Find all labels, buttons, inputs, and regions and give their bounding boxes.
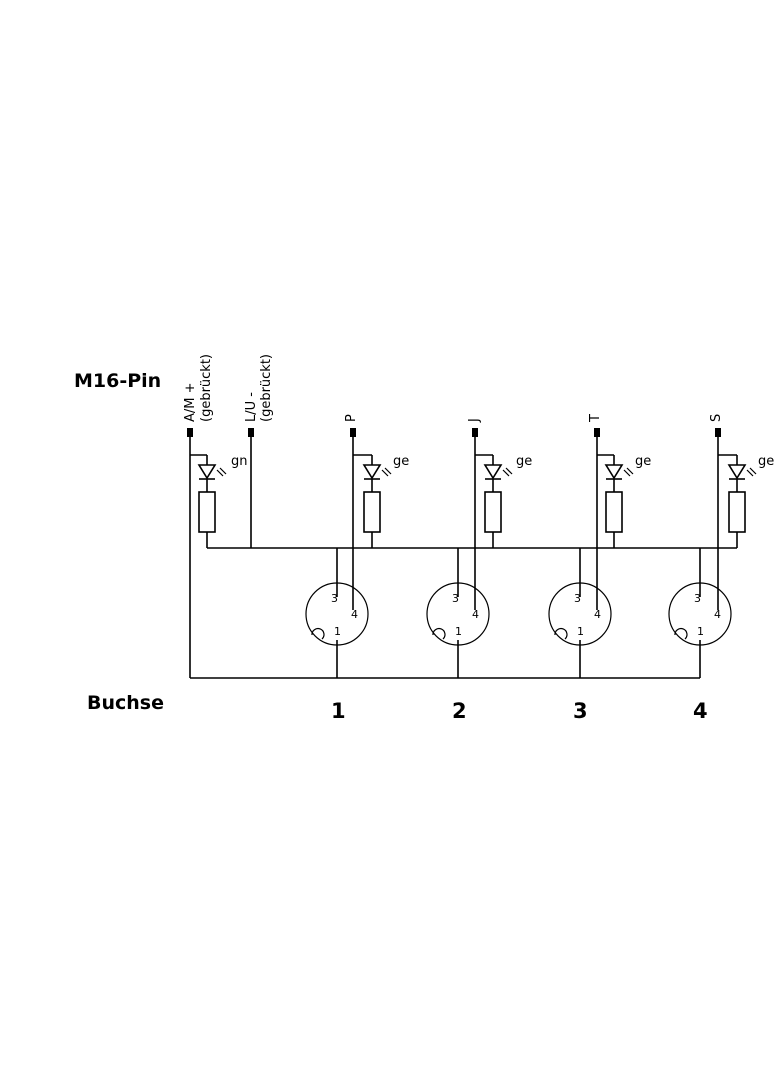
pin-terminal-t xyxy=(594,428,600,437)
signal-label-lu: L/U - xyxy=(244,392,259,422)
socket-3-pin1: 1 xyxy=(577,625,584,638)
socket-4 xyxy=(668,548,732,678)
socket-2-pin3: 3 xyxy=(452,592,459,605)
led-color-p: ge xyxy=(393,454,409,469)
socket-1-pin4: 4 xyxy=(351,608,358,621)
socket-header-label: Buchse xyxy=(87,692,164,714)
signal-label-am: A/M + xyxy=(183,382,198,422)
pin-terminal-lu xyxy=(248,428,254,437)
socket-1-pin1: 1 xyxy=(334,625,341,638)
led-resistor-p xyxy=(352,437,392,610)
led-color-j: ge xyxy=(516,454,532,469)
socket-3-pin3: 3 xyxy=(574,592,581,605)
socket-1-pin3: 3 xyxy=(331,592,338,605)
signal-label-t: T xyxy=(588,414,603,423)
signal-label-j: J xyxy=(467,418,482,423)
pin-terminal-p xyxy=(350,428,356,437)
signal-note-am: (gebrückt) xyxy=(199,354,214,422)
signal-label-s: S xyxy=(709,414,724,422)
led-resistor-j xyxy=(474,437,513,610)
socket-1 xyxy=(305,548,369,678)
led-color-t: ge xyxy=(635,454,651,469)
socket-3 xyxy=(548,548,612,678)
socket-4-number: 4 xyxy=(693,699,708,723)
socket-2-number: 2 xyxy=(452,699,467,723)
pin-terminal-am xyxy=(187,428,193,437)
socket-2 xyxy=(426,548,490,678)
socket-3-pin4: 4 xyxy=(594,608,601,621)
led-color-am: gn xyxy=(231,454,248,469)
signal-note-lu: (gebrückt) xyxy=(259,354,274,422)
socket-4-pin4: 4 xyxy=(714,608,721,621)
socket-4-pin3: 3 xyxy=(694,592,701,605)
socket-2-pin4: 4 xyxy=(472,608,479,621)
led-color-s: ge xyxy=(758,454,774,469)
pin-terminal-s xyxy=(715,428,721,437)
led-resistor-t xyxy=(596,437,634,610)
socket-1-number: 1 xyxy=(331,699,346,723)
signal-label-p: P xyxy=(344,414,359,422)
socket-4-pin1: 1 xyxy=(697,625,704,638)
socket-3-number: 3 xyxy=(573,699,588,723)
pin-header-label: M16-Pin xyxy=(74,370,161,392)
pin-terminal-j xyxy=(472,428,478,437)
socket-2-pin1: 1 xyxy=(455,625,462,638)
led-resistor-am xyxy=(190,454,227,548)
led-resistor-s xyxy=(717,437,757,610)
